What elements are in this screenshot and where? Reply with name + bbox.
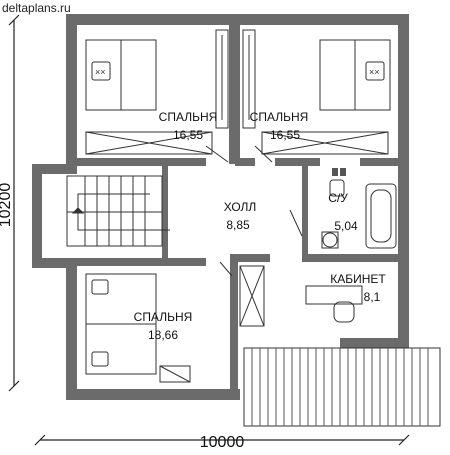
bedroom-3-name: СПАЛЬНЯ	[134, 310, 193, 324]
hall-area: 8,85	[226, 218, 250, 232]
hall-name: ХОЛЛ	[224, 200, 257, 214]
bathroom-area: 5,04	[334, 219, 358, 233]
walls	[32, 14, 409, 400]
study-furniture	[239, 265, 363, 327]
terrace-deck	[243, 347, 441, 427]
bedroom-2-area: 16,55	[270, 128, 300, 142]
staircase	[66, 175, 170, 247]
bedroom-3-area: 18,66	[148, 328, 178, 342]
bedroom-3-furniture	[85, 273, 191, 383]
bathroom-fixtures	[321, 168, 397, 249]
svg-text:××: ××	[369, 67, 380, 77]
height-dimension-line	[8, 14, 20, 392]
study-area: 8,1	[364, 290, 381, 304]
bedroom-1-name: СПАЛЬНЯ	[159, 110, 218, 124]
svg-text:××: ××	[95, 67, 106, 77]
bedroom-2-name: СПАЛЬНЯ	[250, 110, 309, 124]
door-swings	[205, 145, 303, 277]
study-name: КАБИНЕТ	[330, 272, 386, 286]
bedroom-1-area: 16,55	[173, 128, 203, 142]
bedroom-2-furniture: ××	[242, 29, 391, 155]
height-label: 10200	[0, 183, 14, 228]
bedroom-1-furniture: ××	[85, 29, 229, 155]
terrace-boards	[251, 348, 429, 426]
width-dimension-line	[34, 434, 410, 446]
site-caption: deltaplans.ru	[2, 1, 71, 15]
width-label: 10000	[200, 434, 245, 451]
bathroom-name: С/У	[328, 191, 348, 205]
